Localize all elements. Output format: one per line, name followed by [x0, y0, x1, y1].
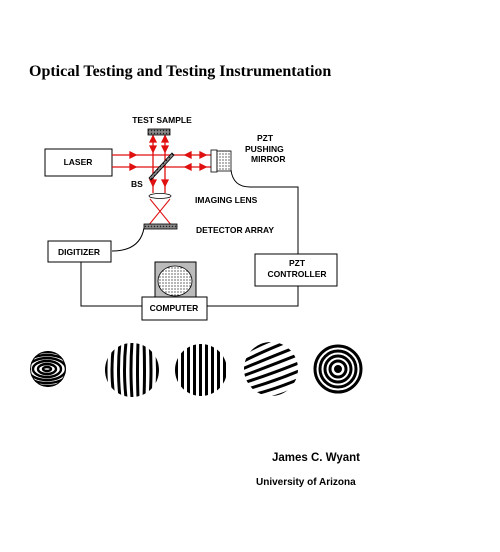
- bs-label: BS: [131, 179, 143, 189]
- interferogram-2: [105, 343, 159, 397]
- computer-monitor: [154, 261, 197, 300]
- interferogram-4: [244, 342, 298, 396]
- author-name: James C. Wyant: [272, 452, 360, 464]
- signal-wires: [80, 169, 299, 307]
- laser-label: LASER: [64, 157, 93, 167]
- imaging-lens-label: IMAGING LENS: [195, 195, 258, 205]
- mirror-label: MIRROR: [251, 154, 285, 164]
- computer-label: COMPUTER: [150, 303, 199, 313]
- pzt-controller-label-2: CONTROLLER: [267, 269, 326, 279]
- detector-array-label: DETECTOR ARRAY: [196, 225, 274, 235]
- digitizer-box: DIGITIZER: [47, 240, 112, 263]
- computer-box: COMPUTER: [141, 296, 208, 321]
- pzt-pushing-mirror: PZT PUSHING MIRROR: [210, 133, 285, 173]
- imaging-lens: IMAGING LENS: [148, 193, 258, 205]
- test-sample: TEST SAMPLE: [132, 115, 192, 136]
- pushing-label: PUSHING: [245, 144, 284, 154]
- page-title: Optical Testing and Testing Instrumentat…: [29, 63, 332, 80]
- laser-beams: [112, 134, 215, 193]
- test-sample-label: TEST SAMPLE: [132, 115, 192, 125]
- interferogram-5: [312, 343, 364, 395]
- detector-array: DETECTOR ARRAY: [143, 223, 274, 235]
- beam-splitter: BS: [131, 152, 175, 189]
- focused-rays: [147, 198, 173, 227]
- pzt-controller-box: PZT CONTROLLER: [254, 253, 338, 287]
- pzt-controller-label-1: PZT: [289, 258, 306, 268]
- pzt-label: PZT: [257, 133, 274, 143]
- interferogram-1: [30, 351, 66, 387]
- author-affiliation: University of Arizona: [256, 477, 356, 488]
- laser-box: LASER: [44, 148, 113, 177]
- interferogram-3: [175, 344, 227, 396]
- digitizer-label: DIGITIZER: [58, 247, 100, 257]
